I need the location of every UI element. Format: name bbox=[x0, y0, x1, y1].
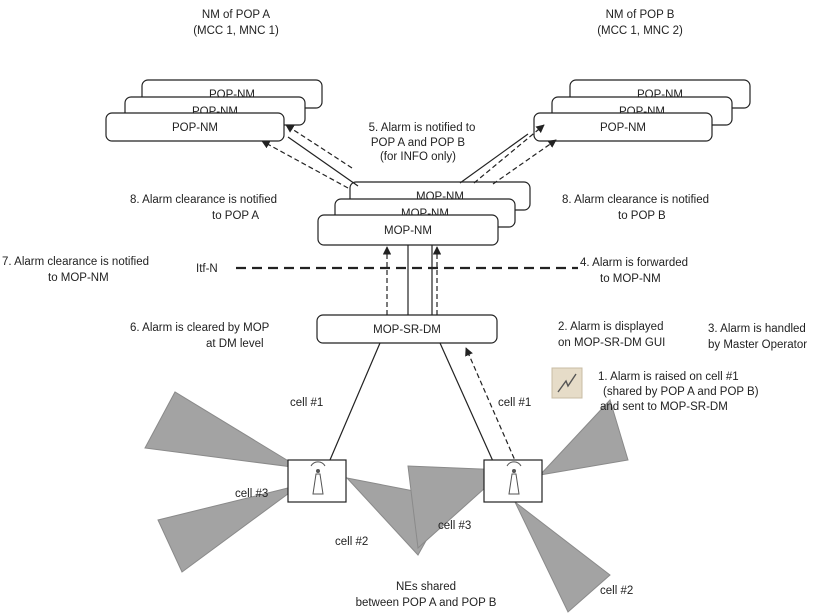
ne-right bbox=[483, 459, 543, 503]
svg-text:to MOP-NM: to MOP-NM bbox=[48, 272, 109, 284]
left-cell1-sector bbox=[144, 391, 301, 469]
ne-left bbox=[287, 459, 347, 503]
svg-text:7. Alarm clearance is notified: 7. Alarm clearance is notified bbox=[2, 256, 149, 268]
svg-text:to POP A: to POP A bbox=[212, 210, 259, 222]
mop-nm-front: MOP-NM bbox=[384, 225, 432, 237]
pop-a-codes: (MCC 1, MNC 1) bbox=[193, 25, 279, 37]
svg-text:to POP B: to POP B bbox=[618, 210, 666, 222]
step-4-text: 4. Alarm is forwarded to MOP-NM bbox=[580, 257, 688, 285]
left-cell3-sector bbox=[157, 484, 301, 573]
right-cell3-label: cell #3 bbox=[438, 520, 471, 532]
right-cell1-label: cell #1 bbox=[498, 397, 531, 409]
svg-text:5. Alarm is notified to: 5. Alarm is notified to bbox=[369, 122, 476, 134]
pop-b-codes: (MCC 1, MNC 2) bbox=[597, 25, 683, 37]
pop-nm-a-stack: POP-NM POP-NM POP-NM bbox=[105, 79, 323, 142]
pop-a-title: NM of POP A bbox=[202, 9, 271, 21]
step-5-text: 5. Alarm is notified to POP A and POP B … bbox=[369, 122, 476, 163]
svg-text:1. Alarm is raised on cell #1: 1. Alarm is raised on cell #1 bbox=[598, 371, 739, 383]
svg-text:on MOP-SR-DM GUI: on MOP-SR-DM GUI bbox=[558, 337, 665, 349]
caption-line2: between POP A and POP B bbox=[356, 597, 497, 609]
alarm-lightning-icon bbox=[551, 367, 583, 399]
caption-line1: NEs shared bbox=[396, 581, 456, 593]
svg-text:(for INFO only): (for INFO only) bbox=[380, 151, 456, 163]
right-cell3-sector bbox=[407, 465, 507, 550]
left-cell2-label: cell #2 bbox=[335, 536, 368, 548]
mop-to-pop-a-arrows bbox=[261, 124, 359, 189]
right-cell2-label: cell #2 bbox=[600, 585, 633, 597]
right-cell1-sector bbox=[538, 399, 629, 476]
mop-sr-dm-box bbox=[316, 314, 498, 344]
left-cell3-label: cell #3 bbox=[235, 488, 268, 500]
svg-text:6. Alarm is cleared by MOP: 6. Alarm is cleared by MOP bbox=[130, 322, 270, 334]
mop-to-pop-b-arrows bbox=[459, 124, 557, 185]
right-ne-cells bbox=[407, 399, 629, 613]
itf-n-label: Itf-N bbox=[196, 263, 218, 275]
mop-nm-stack: MOP-NM MOP-NM MOP-NM bbox=[317, 181, 531, 246]
pop-nm-b-front: POP-NM bbox=[600, 122, 646, 134]
svg-text:by Master Operator: by Master Operator bbox=[708, 339, 807, 351]
step-8a-text: 8. Alarm clearance is notified to POP A bbox=[130, 194, 277, 222]
svg-text:2. Alarm is displayed: 2. Alarm is displayed bbox=[558, 321, 663, 333]
svg-text:8. Alarm clearance is notified: 8. Alarm clearance is notified bbox=[130, 194, 277, 206]
step-7-text: 7. Alarm clearance is notified to MOP-NM bbox=[2, 256, 149, 284]
svg-text:POP A and POP B: POP A and POP B bbox=[371, 137, 466, 149]
right-cell2-sector bbox=[514, 501, 611, 613]
step-1-text: 1. Alarm is raised on cell #1 (shared by… bbox=[598, 371, 759, 413]
step-3-text: 3. Alarm is handled by Master Operator bbox=[708, 323, 807, 351]
mop-sr-dm-label: MOP-SR-DM bbox=[373, 324, 441, 336]
step-6-text: 6. Alarm is cleared by MOP at DM level bbox=[130, 322, 270, 350]
svg-text:to MOP-NM: to MOP-NM bbox=[600, 273, 661, 285]
svg-text:3. Alarm is handled: 3. Alarm is handled bbox=[708, 323, 806, 335]
pop-nm-a-front: POP-NM bbox=[172, 122, 218, 134]
svg-text:4. Alarm is forwarded: 4. Alarm is forwarded bbox=[580, 257, 688, 269]
antenna-tower-icon bbox=[506, 461, 522, 495]
left-cell1-label: cell #1 bbox=[290, 397, 323, 409]
dm-to-nm-links bbox=[382, 245, 442, 315]
svg-text:8. Alarm clearance is notified: 8. Alarm clearance is notified bbox=[562, 194, 709, 206]
pop-b-title: NM of POP B bbox=[606, 9, 675, 21]
svg-text:and sent to MOP-SR-DM: and sent to MOP-SR-DM bbox=[600, 401, 728, 413]
antenna-tower-icon bbox=[310, 461, 326, 495]
step-2-text: 2. Alarm is displayed on MOP-SR-DM GUI bbox=[558, 321, 665, 349]
svg-text:at DM level: at DM level bbox=[206, 338, 264, 350]
pop-nm-b-stack: POP-NM POP-NM POP-NM bbox=[533, 79, 751, 142]
svg-text:(shared by POP A and POP B): (shared by POP A and POP B) bbox=[603, 386, 759, 398]
step-8b-text: 8. Alarm clearance is notified to POP B bbox=[562, 194, 709, 222]
